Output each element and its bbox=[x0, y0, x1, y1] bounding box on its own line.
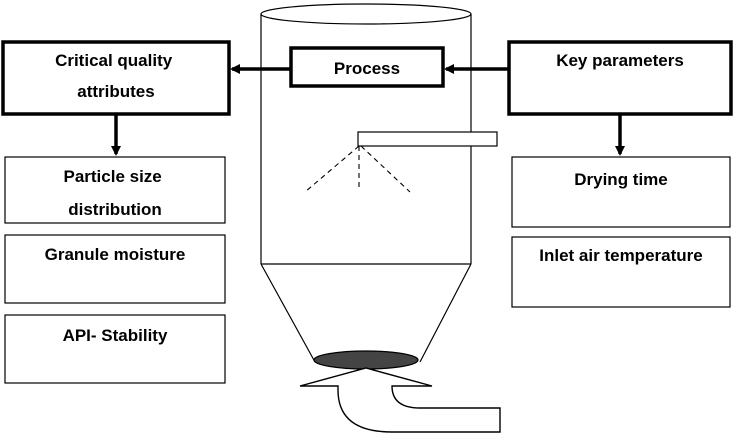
granule-moisture-label: Granule moisture bbox=[45, 245, 186, 264]
vessel-cone-left bbox=[260, 263, 316, 363]
particle-size-line1: Particle size bbox=[63, 167, 161, 186]
distributor-plate bbox=[313, 350, 419, 370]
key-parameters-label: Key parameters bbox=[556, 51, 684, 70]
key-parameters-box bbox=[507, 40, 733, 116]
drying-time-label: Drying time bbox=[574, 170, 668, 189]
cqa-box bbox=[1, 40, 231, 116]
svg-text:Particle size distribution: Particle size distribution bbox=[63, 167, 166, 219]
inlet-air-temperature-label: Inlet air temperature bbox=[539, 246, 702, 265]
svg-text:Critical quality attribute: Critical quality attributes bbox=[55, 51, 177, 101]
spray-pattern bbox=[304, 145, 411, 193]
granule-moisture-box bbox=[4, 234, 226, 304]
cqa-label-line2: attributes bbox=[77, 82, 154, 101]
api-stability-box bbox=[4, 314, 226, 384]
cqa-label-line1: Critical quality bbox=[55, 51, 173, 70]
inlet-air-arrow bbox=[299, 367, 501, 433]
particle-size-box bbox=[4, 156, 226, 224]
process-box bbox=[289, 46, 445, 88]
drying-time-box bbox=[511, 156, 731, 228]
api-stability-label: API- Stability bbox=[63, 326, 168, 345]
inlet-air-temperature-box bbox=[511, 236, 731, 308]
particle-size-line2: distribution bbox=[68, 200, 161, 219]
vessel-top-ellipse bbox=[260, 3, 472, 25]
process-label: Process bbox=[334, 59, 400, 78]
spray-nozzle-bar bbox=[357, 131, 498, 147]
vessel-cone-right bbox=[419, 263, 472, 363]
